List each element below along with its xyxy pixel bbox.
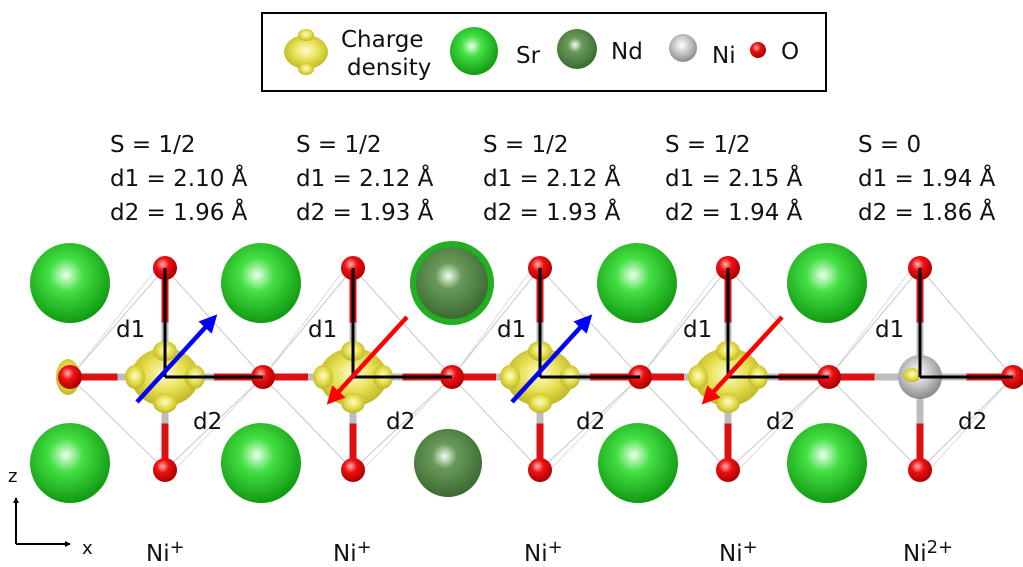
sr-atom (787, 243, 867, 323)
nd-atom (414, 429, 482, 497)
octahedron-edge (352, 376, 453, 481)
charge-density-lobe (153, 393, 177, 413)
sr-atom (787, 423, 867, 503)
site-3-d2: d2 = 1.93 Å (483, 200, 621, 226)
legend-nd-icon (557, 29, 597, 69)
charge-density-lobe (903, 368, 921, 382)
legend-ni-icon (669, 34, 697, 62)
o-atom (908, 458, 932, 482)
octahedron-edge (727, 376, 830, 481)
site-1-spin: S = 1/2 (110, 132, 196, 158)
octahedron-edge (639, 257, 729, 378)
octahedron-edge (539, 376, 641, 481)
charge-density-lobe (716, 393, 740, 413)
legend-charge-label-1: Charge (341, 27, 424, 53)
legend-charge-density-lobe (298, 29, 314, 41)
site-2-bond-d2-label: d2 (386, 409, 416, 435)
site-4-spin: S = 1/2 (665, 132, 751, 158)
octahedron-edge (828, 257, 921, 378)
legend-icons (284, 27, 766, 75)
sr-atom (597, 243, 677, 323)
site-1-bond-d2-label: d2 (193, 409, 223, 435)
site-4-d1: d1 = 2.15 Å (665, 166, 803, 192)
legend-ni-label: Ni (712, 43, 736, 69)
sr-atom (221, 243, 301, 323)
spin-up-arrow (135, 314, 218, 404)
site-2-d2: d2 = 1.93 Å (296, 200, 434, 226)
spin-up-arrow (510, 314, 593, 404)
legend-o-label: O (781, 39, 800, 65)
nd-atom (416, 247, 488, 319)
site-4-d2: d2 = 1.94 Å (665, 200, 803, 226)
site-4-bond-d1-label: d1 (683, 317, 713, 343)
site-1-ion-label: Ni+ (146, 537, 185, 567)
octahedron-edge (451, 257, 541, 378)
coordinate-axes (13, 497, 71, 547)
spin-moments (135, 314, 784, 405)
site-1-d1: d1 = 2.10 Å (110, 166, 248, 192)
spin-down-arrow (701, 315, 784, 405)
o-atom (153, 458, 177, 482)
legend-charge-label-2: density (347, 55, 432, 81)
charge-density-lobe (341, 393, 365, 413)
o-atom (58, 365, 82, 389)
site-3-bond-d2-label: d2 (576, 409, 606, 435)
site-2-ion-label: Ni+ (333, 537, 372, 567)
site-3-spin: S = 1/2 (483, 132, 569, 158)
site-5-bond-d1-label: d1 (875, 317, 905, 343)
octahedron-edge (69, 257, 166, 378)
site-5-d2: d2 = 1.86 Å (858, 200, 996, 226)
legend-charge-density-lobe (298, 63, 314, 75)
legend (261, 12, 827, 92)
sr-atom (30, 423, 110, 503)
legend-sr-icon (450, 27, 498, 75)
octahedron-edge (919, 376, 1014, 481)
atoms-back (30, 241, 867, 503)
z-axis-label: z (8, 466, 18, 487)
legend-o-icon (750, 42, 766, 58)
site-5-bond-d2-label: d2 (958, 409, 988, 435)
site-3-bond-d1-label: d1 (497, 317, 527, 343)
site-5-spin: S = 0 (858, 132, 922, 158)
o-atom (716, 458, 740, 482)
sr-atom (221, 423, 301, 503)
site-4-ion-label: Ni+ (719, 537, 758, 567)
o-atom (341, 458, 365, 482)
local-axes (163, 268, 1013, 379)
site-2-bond-d1-label: d1 (308, 317, 338, 343)
octahedron-edge (164, 376, 264, 481)
charge-density-lobe (313, 365, 333, 389)
legend-nd-label: Nd (611, 39, 643, 65)
site-3-ion-label: Ni+ (524, 537, 563, 567)
charge-density-lobe (500, 365, 520, 389)
x-axis-label: x (82, 538, 93, 559)
site-1-d2: d2 = 1.96 Å (110, 200, 248, 226)
site-5-ion-label: Ni2+ (903, 537, 954, 567)
charge-density-lobe (528, 393, 552, 413)
charge-density-lobe (125, 365, 145, 389)
charge-density-lobe (688, 365, 708, 389)
site-5-d1: d1 = 1.94 Å (858, 166, 996, 192)
sr-atom (30, 243, 110, 323)
legend-charge-density-icon (284, 35, 328, 69)
octahedron-edge (262, 257, 354, 378)
sr-atom (598, 423, 678, 503)
site-4-bond-d2-label: d2 (766, 409, 796, 435)
o-atom (528, 458, 552, 482)
site-2-d1: d1 = 2.12 Å (296, 166, 434, 192)
site-3-d1: d1 = 2.12 Å (483, 166, 621, 192)
legend-sr-label: Sr (516, 43, 541, 69)
spin-down-arrow (326, 315, 409, 405)
site-1-bond-d1-label: d1 (116, 317, 146, 343)
site-2-spin: S = 1/2 (296, 132, 382, 158)
